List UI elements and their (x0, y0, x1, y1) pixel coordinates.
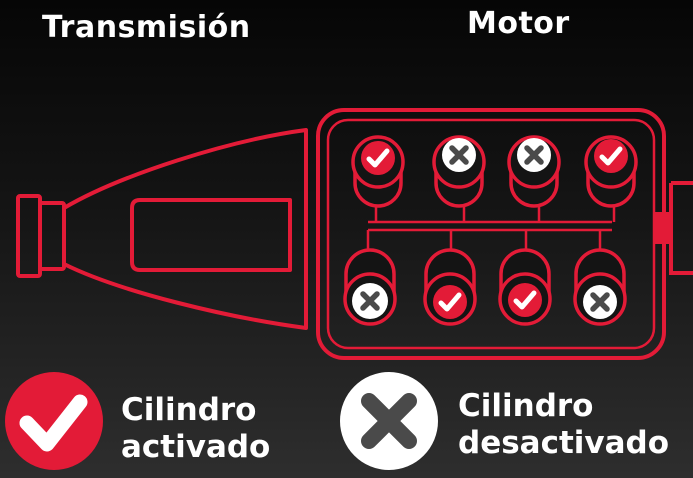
cylinder-bottom-4 (573, 248, 627, 326)
engine-title: Motor (467, 6, 570, 41)
cylinder-bottom-1 (343, 248, 397, 326)
crankshaft (366, 196, 616, 256)
legend-activated-label: Cilindro activado (121, 392, 270, 466)
transmission-housing (16, 128, 308, 330)
transmission-title: Transmisión (42, 10, 251, 45)
cylinder-top-2 (432, 135, 486, 208)
cylinder-top-1 (351, 135, 405, 208)
legend-deactivated-x-icon (340, 372, 438, 470)
cylinder-bottom-3 (498, 248, 552, 326)
legend-activated-line1: Cilindro (121, 392, 257, 428)
cylinder-bottom-2 (423, 248, 477, 326)
engine-end-mount (669, 181, 693, 275)
legend-deactivated-label: Cilindro desactivado (458, 388, 669, 462)
legend-deactivated-line1: Cilindro (458, 388, 594, 424)
legend-activated-check-icon (5, 372, 103, 470)
legend-activated-line2: activado (121, 429, 271, 465)
engine-connector (655, 212, 671, 244)
cylinder-top-3 (507, 135, 561, 208)
legend-deactivated-line2: desactivado (458, 425, 670, 461)
cylinder-top-4 (584, 135, 638, 208)
